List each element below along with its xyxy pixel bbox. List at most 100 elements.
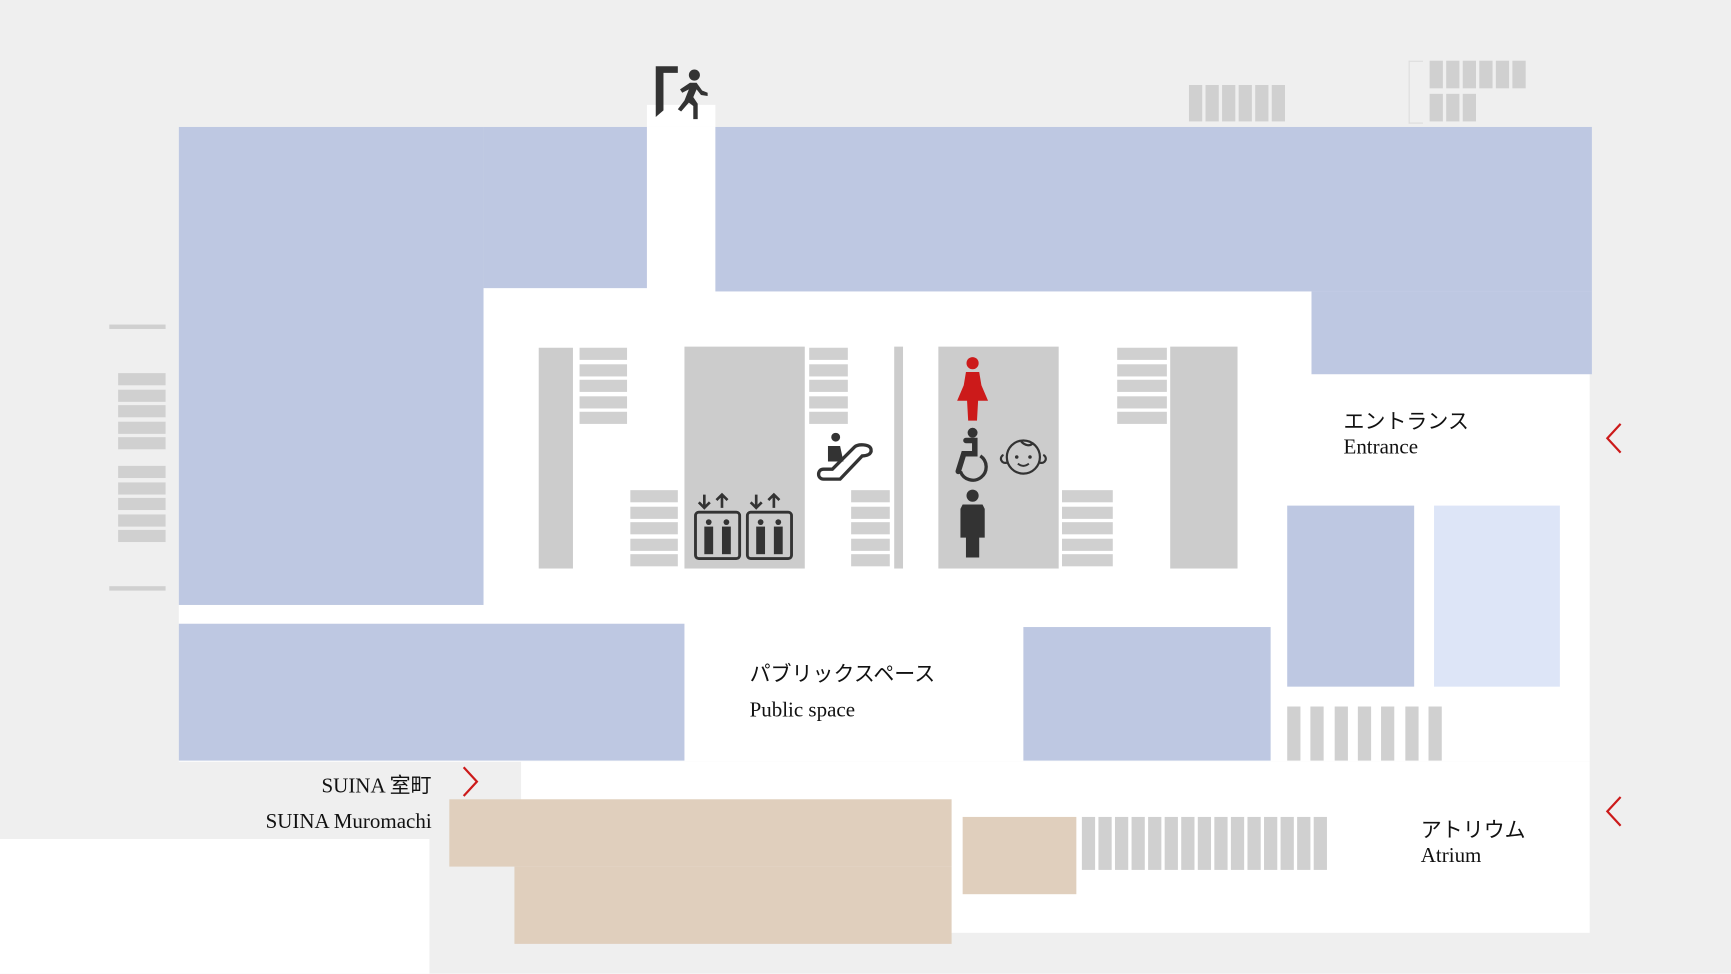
outside-area [0, 839, 430, 974]
stair-step [1495, 60, 1510, 89]
stair-step [118, 405, 166, 418]
stair-step [851, 490, 890, 503]
stair-step [1117, 395, 1167, 408]
stair-step [1428, 706, 1442, 761]
stair-step [1061, 522, 1113, 535]
stair-step [118, 497, 166, 511]
stair-step [1404, 706, 1419, 761]
public-space-label: パブリックスペース Public space [750, 658, 936, 729]
stair-step [1313, 816, 1327, 870]
shop-east-1[interactable] [1287, 505, 1415, 687]
stair-step [1197, 816, 1212, 870]
stair-step [1264, 816, 1278, 870]
stair-step [1287, 706, 1301, 761]
suina-label-en: SUINA Muromachi [265, 810, 432, 834]
stair-step [809, 347, 848, 360]
stair-step [1280, 816, 1294, 870]
shop-north[interactable] [715, 126, 1592, 292]
stair-step [809, 395, 848, 408]
stair-step [118, 465, 166, 479]
atrium-label[interactable]: アトリウム Atrium [1421, 818, 1526, 869]
stair-step [1188, 85, 1203, 122]
baby-care-icon [999, 439, 1047, 475]
stair-step [809, 411, 848, 424]
stair-step [1098, 816, 1112, 870]
stair-step [1061, 538, 1113, 551]
stair-step [1164, 816, 1178, 870]
stair-outline [1408, 60, 1423, 124]
stair-step [851, 554, 890, 567]
stair-step [1271, 85, 1285, 122]
shop-southwest[interactable] [178, 623, 685, 761]
stair-step [1512, 60, 1526, 89]
stair-step [1117, 363, 1167, 376]
stair-step [630, 538, 678, 551]
stair-step [1117, 347, 1167, 360]
stair-step [118, 529, 166, 543]
stair-step [1429, 93, 1443, 122]
shop-northeast[interactable] [1311, 291, 1592, 375]
shop-east-2[interactable] [1434, 505, 1560, 687]
stair-step [1297, 816, 1311, 870]
atrium-label-en: Atrium [1420, 844, 1482, 868]
stair-step [1247, 816, 1261, 870]
suina-label-ja: SUINA 室町 [321, 774, 432, 799]
stair-step [579, 363, 628, 376]
stair-step [1181, 816, 1195, 870]
stair-step [1446, 60, 1460, 89]
entrance-label-en: Entrance [1343, 436, 1419, 460]
stair-step [1222, 85, 1236, 122]
stair-step [579, 347, 628, 360]
public-space-label-ja: パブリックスペース [749, 663, 936, 687]
divider [109, 586, 166, 591]
stair-step [630, 506, 678, 519]
chevron-left-icon[interactable] [1603, 422, 1625, 455]
stair-step [1334, 706, 1348, 761]
atrium-label-ja: アトリウム [1420, 819, 1526, 843]
stair-step [809, 379, 848, 392]
stair-step [1310, 706, 1324, 761]
tenant-suina[interactable] [449, 799, 952, 867]
chevron-left-icon[interactable] [1603, 795, 1625, 828]
elevator-icon [694, 492, 742, 561]
stair-step [118, 421, 166, 434]
tenant-suina-lower[interactable] [514, 866, 952, 944]
stair-step [1061, 554, 1113, 567]
stair-step [1114, 816, 1129, 870]
stair-step [579, 395, 628, 408]
shop-south-center[interactable] [1023, 627, 1271, 761]
public-space-label-en: Public space [749, 698, 856, 722]
chevron-right-icon[interactable] [459, 765, 481, 798]
suina-link[interactable]: SUINA 室町 SUINA Muromachi [266, 769, 432, 840]
restroom-core [938, 346, 1059, 569]
divider [109, 324, 166, 329]
stair-step [1117, 411, 1167, 424]
stair-step [1446, 93, 1460, 122]
stair-step [1117, 379, 1167, 392]
stair-step [1061, 506, 1113, 519]
stair-step [1131, 816, 1145, 870]
entrance-label[interactable]: エントランス Entrance [1344, 410, 1469, 461]
tenant-small[interactable] [962, 816, 1077, 895]
stair-step [118, 389, 166, 402]
stair-step [1479, 60, 1493, 89]
womens-restroom-icon [957, 357, 989, 421]
stair-step [1061, 490, 1113, 503]
stair-step [851, 538, 890, 551]
stair-step [1462, 60, 1476, 89]
shop-west-upper[interactable] [483, 126, 647, 289]
core-wall [1170, 346, 1238, 569]
stair-step [1230, 816, 1245, 870]
core-wall [538, 347, 573, 569]
entrance-label-ja: エントランス [1343, 410, 1469, 434]
stair-step [851, 506, 890, 519]
core-wall [894, 346, 904, 569]
stair-step [1205, 85, 1219, 122]
stair-step [1238, 85, 1252, 122]
stair-step [1148, 816, 1162, 870]
stair-step [1462, 93, 1476, 122]
shop-west[interactable] [178, 126, 484, 605]
stair-step [118, 481, 166, 495]
stair-step [118, 513, 166, 527]
